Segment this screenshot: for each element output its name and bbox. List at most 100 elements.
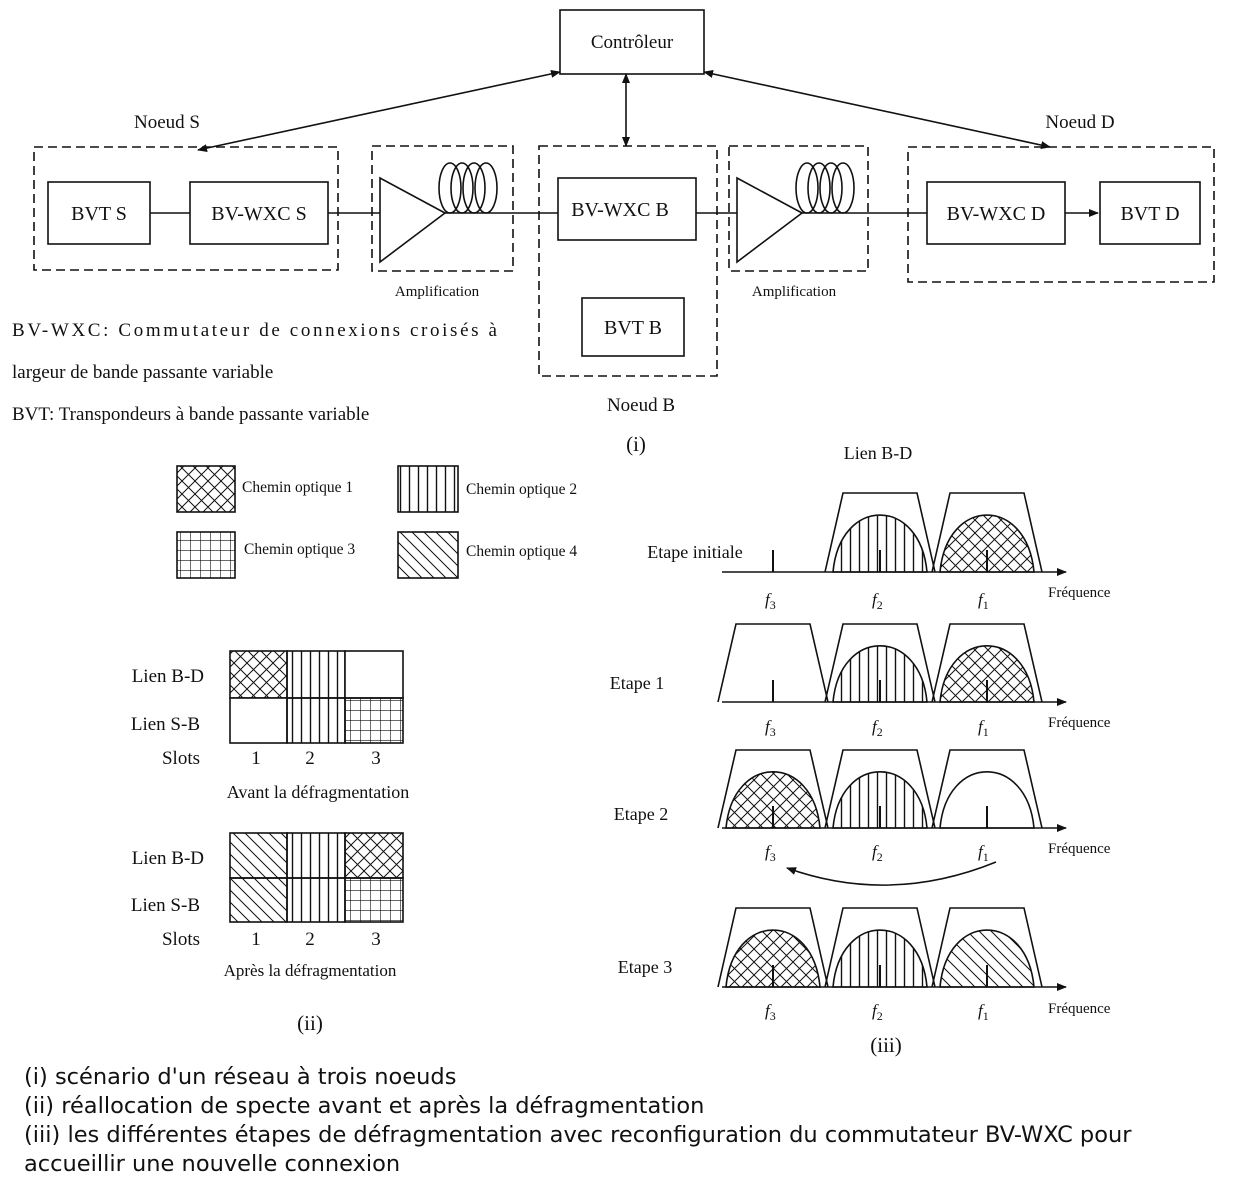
filter-band [931, 492, 1043, 573]
amplification-left-label: Amplification [395, 284, 480, 300]
slot-sb-3-before [344, 697, 404, 744]
caption-ii: (ii) réallocation de specte avant et apr… [24, 1093, 705, 1119]
f1-label-step2: f1 [978, 842, 989, 864]
slot-3-after-label: 3 [371, 929, 381, 950]
legend-label-path4: Chemin optique 4 [466, 543, 577, 560]
optical-signal [832, 929, 928, 988]
slot-bd-1-before [229, 650, 288, 699]
step-initial-label: Etape initiale [647, 542, 742, 562]
caption-i: (i) scénario d'un réseau à trois noeuds [24, 1064, 457, 1090]
bvt-b-label: BVT B [604, 317, 662, 339]
filter-band [824, 907, 936, 988]
bvt-d-box [1099, 181, 1201, 245]
slot-bd-3-after [344, 832, 404, 879]
f2-label-step2: f2 [872, 842, 883, 864]
fiber-coil-right [795, 162, 855, 214]
slot-sb-1-before [229, 697, 288, 744]
lien-bd-after-label: Lien B-D [132, 848, 204, 869]
filter-band [717, 907, 829, 988]
axis-label-step2: Fréquence [1048, 841, 1111, 857]
lien-bd-title: Lien B-D [844, 443, 912, 463]
node-b-label: Noeud B [607, 395, 675, 416]
optical-signal [939, 514, 1035, 573]
slot-sb-3-after [344, 877, 404, 923]
definition-bvt: BVT: Transpondeurs à bande passante vari… [12, 404, 369, 425]
spectrum-step-0 [722, 492, 1067, 576]
legend-swatch-path3 [176, 531, 236, 579]
slot-3-before-label: 3 [371, 748, 381, 769]
axis-label-step1: Fréquence [1048, 715, 1111, 731]
bvwxc-b-label: BV-WXC B [571, 199, 669, 221]
panel-i-label: (i) [626, 432, 646, 456]
slot-sb-2-before [286, 697, 346, 744]
filter-band [931, 623, 1043, 703]
legend-swatch-path1 [176, 465, 236, 513]
f2-label-step1: f2 [872, 717, 883, 739]
bvwxc-d-label: BV-WXC D [947, 203, 1046, 225]
f2-label-step0: f2 [872, 590, 883, 612]
filter-band [824, 623, 936, 703]
step-1-label: Etape 1 [610, 673, 664, 693]
f2-label-step3: f2 [872, 1001, 883, 1023]
optical-signal [832, 645, 928, 703]
legend-label-path1: Chemin optique 1 [242, 479, 353, 496]
legend-swatch-path4 [397, 531, 459, 579]
optical-signal [725, 771, 821, 829]
bvwxc-b-box [557, 177, 697, 241]
lien-sb-before-label: Lien S-B [131, 714, 200, 735]
filter-band [931, 907, 1043, 988]
optical-signal [832, 771, 928, 829]
filter-band [824, 492, 936, 573]
optical-signal [939, 645, 1035, 703]
legend-swatch-path2 [397, 465, 459, 513]
slot-sb-1-after [229, 877, 288, 923]
slot-2-after-label: 2 [305, 929, 315, 950]
step-3-label: Etape 3 [618, 957, 672, 977]
optical-signal [832, 514, 928, 573]
slot-1-before-label: 1 [251, 748, 261, 769]
fiber-coil-left [438, 162, 498, 214]
lien-sb-after-label: Lien S-B [131, 895, 200, 916]
optical-signal [939, 771, 1035, 829]
amplifier-right-frame [728, 145, 869, 272]
f3-label-step3: f3 [765, 1001, 776, 1023]
spectrum-steps [717, 492, 1067, 991]
control-arrow-d [703, 69, 1051, 150]
caption-iii-line2: accueillir une nouvelle connexion [24, 1151, 401, 1177]
node-d-frame [907, 146, 1215, 283]
spectrum-step-3 [717, 907, 1067, 991]
optical-signal [725, 929, 821, 988]
node-s-frame [33, 146, 339, 271]
f3-label-step2: f3 [765, 842, 776, 864]
spectrum-step-1 [717, 623, 1067, 706]
f3-label-step0: f3 [765, 590, 776, 612]
step-2-label: Etape 2 [614, 804, 668, 824]
slots-after-label: Slots [162, 929, 200, 950]
legend-label-path2: Chemin optique 2 [466, 481, 577, 498]
slot-2-before-label: 2 [305, 748, 315, 769]
slot-bd-1-after [229, 832, 288, 879]
f1-label-step1: f1 [978, 717, 989, 739]
axis-label-step0: Fréquence [1048, 585, 1111, 601]
f1-label-step0: f1 [978, 590, 989, 612]
definition-bvwxc-line2: largeur de bande passante variable [12, 362, 273, 383]
slot-1-after-label: 1 [251, 929, 261, 950]
amplification-right-label: Amplification [752, 284, 837, 300]
legend [176, 465, 459, 579]
axis-label-step3: Fréquence [1048, 1001, 1111, 1017]
panel-i-network [33, 9, 1215, 377]
node-d-label: Noeud D [1045, 112, 1114, 133]
filter-band [717, 749, 829, 829]
slot-grid-after [229, 832, 404, 923]
slot-bd-2-before [286, 650, 346, 699]
spectrum-step-2 [717, 749, 1067, 832]
amplifier-right-triangle [736, 176, 804, 264]
shift-arrow [786, 861, 997, 886]
controller-box [559, 9, 705, 75]
node-s-label: Noeud S [134, 112, 200, 133]
caption-iii-line1: (iii) les différentes étapes de défragme… [24, 1122, 1132, 1148]
panel-iii-label: (iii) [870, 1033, 902, 1057]
slot-bd-3-before [344, 650, 404, 699]
lien-bd-before-label: Lien B-D [132, 666, 204, 687]
controller-label: Contrôleur [591, 32, 674, 53]
